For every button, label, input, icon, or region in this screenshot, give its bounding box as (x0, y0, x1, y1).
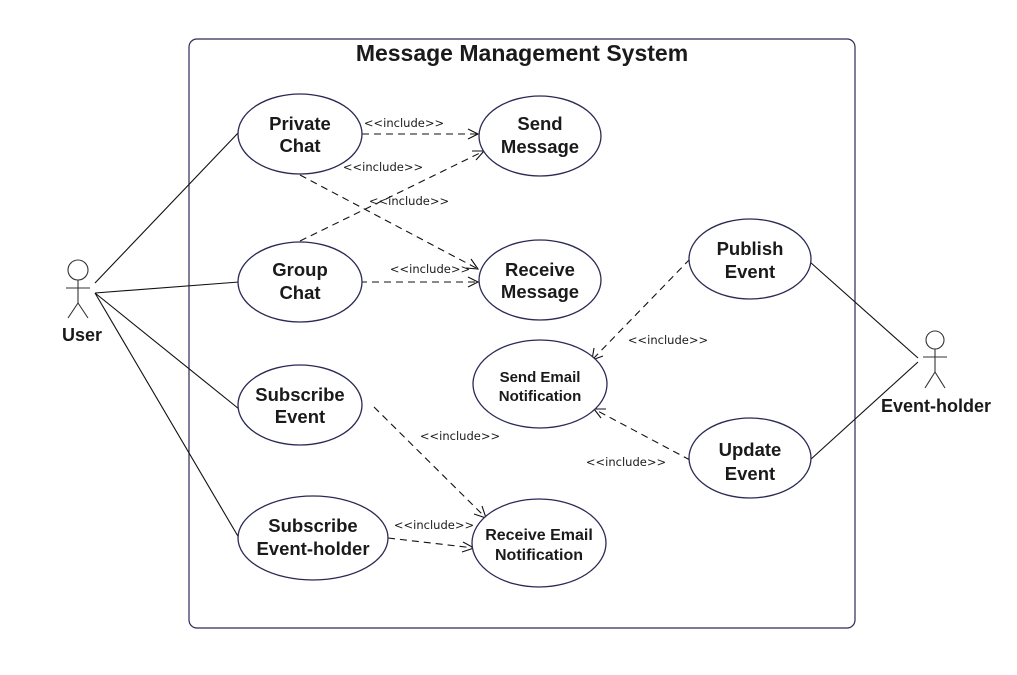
include-label: <<include>> (586, 455, 666, 469)
use-case-label: Message (501, 281, 579, 302)
stick-figure-icon (66, 259, 90, 319)
assoc-eventholder-update-event (809, 361, 919, 461)
actor-label: User (62, 325, 102, 345)
use-case-group-chat[interactable]: Group Chat (237, 241, 363, 323)
arrowhead (467, 128, 480, 140)
use-case-label: Chat (279, 282, 320, 303)
include-label: <<include>> (628, 333, 708, 347)
actor-label: Event-holder (881, 396, 991, 416)
use-case-label: Private (269, 113, 331, 134)
actor-user[interactable]: User (62, 259, 102, 345)
use-case-label: Group (272, 259, 328, 280)
arrowhead (592, 408, 606, 419)
include-label: <<include>> (343, 160, 423, 174)
system-boundary (188, 38, 856, 629)
include-group-chat-send-message (299, 150, 485, 242)
use-case-label: Subscribe (268, 515, 357, 536)
use-case-publish-event[interactable]: Publish Event (688, 218, 812, 300)
include-label: <<include>> (420, 429, 500, 443)
include-subscribe-event-holder-receive-email (387, 537, 475, 549)
use-case-subscribe-event[interactable]: Subscribe Event (237, 364, 363, 446)
assoc-user-subscribe-event-holder (94, 292, 240, 539)
include-label: <<include>> (364, 116, 444, 130)
include-label: <<include>> (390, 262, 470, 276)
use-case-receive-message[interactable]: Receive Message (478, 239, 602, 321)
use-case-subscribe-event-holder[interactable]: Subscribe Event-holder (237, 495, 389, 581)
assoc-user-private-chat (94, 131, 240, 284)
use-case-label: Notification (499, 388, 582, 405)
use-case-receive-email-notification[interactable]: Receive Email Notification (471, 498, 607, 588)
use-case-label: Event (275, 406, 325, 427)
use-case-label: Update (719, 439, 782, 460)
include-label: <<include>> (394, 518, 474, 532)
use-case-label: Chat (279, 135, 320, 156)
system-title: Message Management System (356, 40, 688, 66)
arrowhead (467, 276, 480, 288)
use-case-label: Send (517, 113, 562, 134)
use-case-send-message[interactable]: Send Message (478, 95, 602, 177)
use-case-label: Subscribe (255, 384, 344, 405)
use-case-label: Message (501, 136, 579, 157)
arrowhead (465, 258, 480, 270)
include-update-event-send-email (593, 408, 691, 461)
use-case-label: Notification (495, 547, 583, 564)
assoc-eventholder-publish-event (809, 261, 919, 359)
use-case-label: Event (725, 261, 775, 282)
use-case-update-event[interactable]: Update Event (688, 417, 812, 499)
include-label: <<include>> (369, 194, 449, 208)
use-case-label: Send Email (500, 369, 581, 386)
use-case-send-email-notification[interactable]: Send Email Notification (472, 339, 608, 429)
use-case-label: Event (725, 463, 775, 484)
use-case-label: Event-holder (256, 538, 369, 559)
actor-event-holder[interactable]: Event-holder (881, 330, 991, 416)
assoc-user-group-chat (94, 281, 240, 294)
use-case-label: Receive Email (485, 527, 593, 544)
assoc-user-subscribe-event (94, 292, 240, 410)
use-case-private-chat[interactable]: Private Chat (237, 93, 363, 175)
include-private-chat-receive-message (299, 174, 479, 270)
include-subscribe-event-receive-email (373, 406, 487, 519)
stick-figure-icon (923, 330, 947, 389)
use-case-label: Publish (717, 238, 784, 259)
use-case-label: Receive (505, 259, 575, 280)
